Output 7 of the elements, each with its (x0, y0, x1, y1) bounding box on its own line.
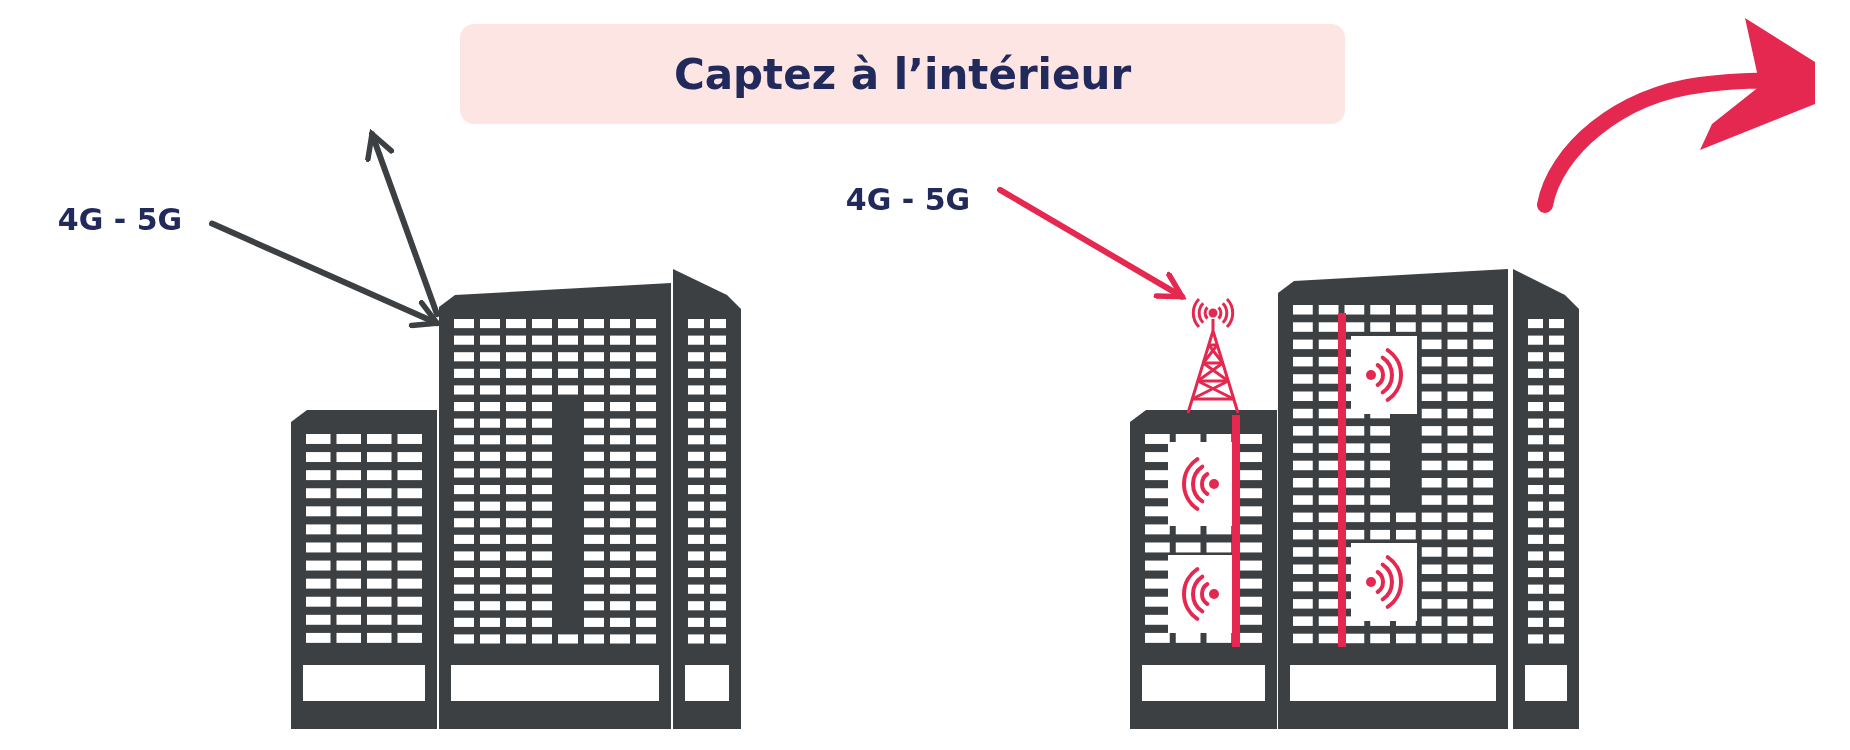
arrow (209, 220, 440, 329)
title: Captez à l’intérieur (673, 49, 1132, 99)
signal-label: 4G - 5G (845, 181, 971, 217)
building-drawing (439, 283, 671, 729)
arrow (997, 186, 1185, 300)
signal-label: 4G - 5G (57, 201, 183, 237)
arrow (365, 131, 440, 318)
